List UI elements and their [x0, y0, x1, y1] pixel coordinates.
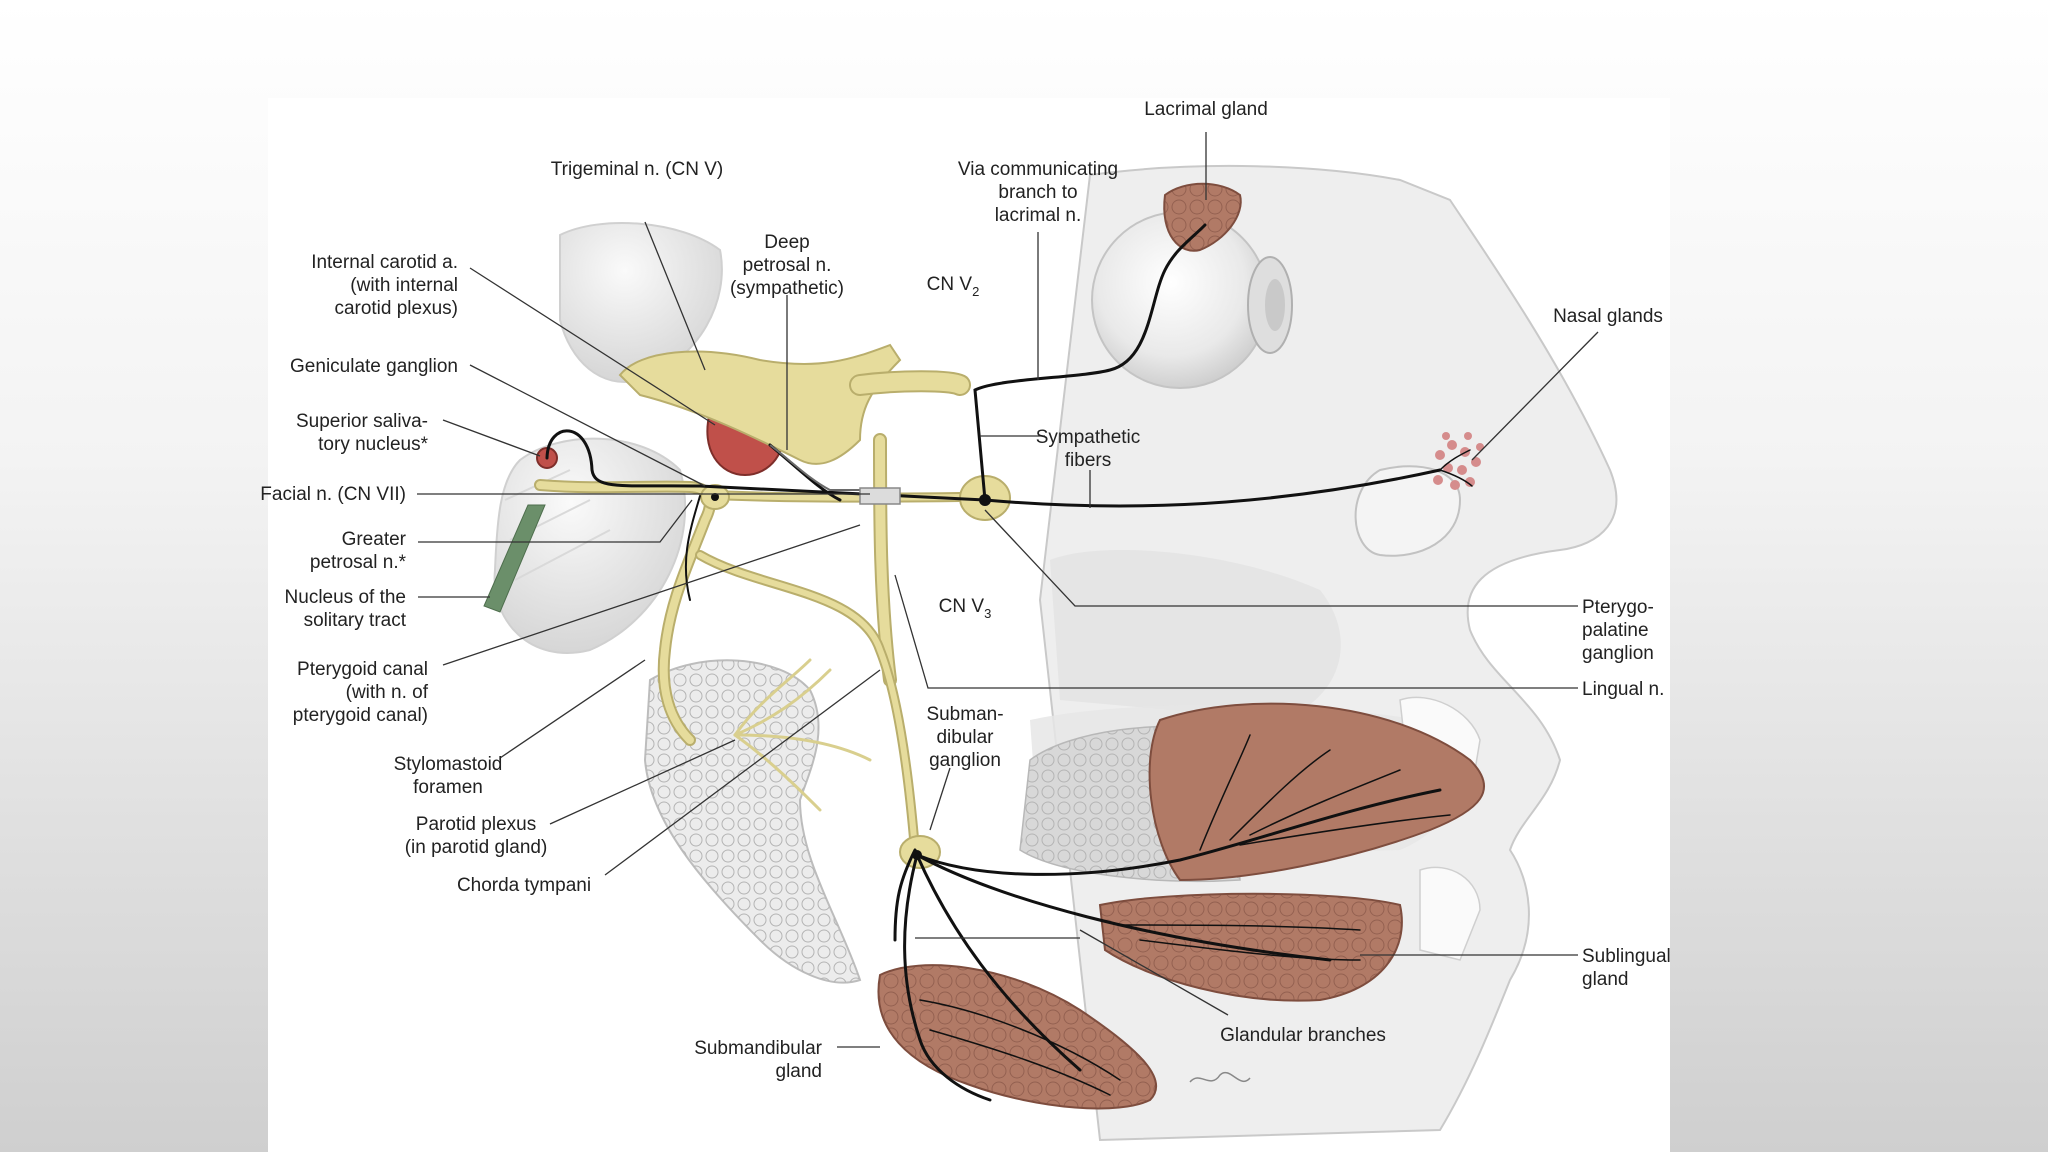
label-line: Submandibular — [694, 1038, 822, 1059]
label-cn-v3: CN V3 — [939, 596, 992, 621]
label-line: Nucleus of the — [285, 587, 406, 608]
label-glandular-branches: Glandular branches — [1220, 1025, 1386, 1046]
label-line: petrosal n. — [743, 255, 832, 276]
label-line: Parotid plexus — [416, 814, 536, 835]
label-line: pterygoid canal) — [293, 705, 428, 726]
label-line: Pterygo- — [1582, 597, 1654, 618]
label-nasal-glands: Nasal glands — [1553, 306, 1663, 327]
label-line: gland — [776, 1061, 823, 1082]
fiber-tracts — [545, 223, 1473, 1102]
geniculate-ganglion-shape — [700, 484, 730, 510]
label-line: dibular — [936, 727, 994, 748]
pterygoid-canal-shape — [859, 487, 901, 505]
label-lingual-n: Lingual n. — [1582, 679, 1664, 700]
label-line: (in parotid gland) — [405, 837, 548, 858]
label-line: (sympathetic) — [730, 278, 844, 299]
label-parotid-plexus: Parotid plexus(in parotid gland) — [405, 814, 548, 858]
label-line: (with n. of — [346, 682, 429, 703]
lacrimal-gland-shape — [1163, 182, 1242, 252]
label-line: Facial n. (CN VII) — [260, 484, 406, 505]
label-line: Geniculate ganglion — [290, 356, 458, 377]
label-trigeminal: Trigeminal n. (CN V) — [551, 159, 723, 180]
label-subscript: 3 — [984, 606, 991, 621]
label-superior-salivatory: Superior saliva-tory nucleus* — [296, 411, 429, 455]
leader-lines — [417, 132, 1599, 1048]
label-line: Lingual n. — [1582, 679, 1664, 700]
submandibular-gland-shape — [877, 964, 1157, 1110]
label-lacrimal-gland: Lacrimal gland — [1144, 99, 1268, 120]
label-facial-n: Facial n. (CN VII) — [260, 484, 406, 505]
tongue-shape — [1019, 702, 1486, 882]
eyeball — [1091, 211, 1293, 389]
label-line: branch to — [998, 182, 1077, 203]
label-line: Sublingual — [1582, 946, 1671, 967]
label-line: ganglion — [929, 750, 1001, 771]
label-cn-v2: CN V2 — [927, 274, 980, 299]
label-line: gland — [1582, 969, 1629, 990]
label-line: Chorda tympani — [457, 875, 591, 896]
label-line: solitary tract — [304, 610, 407, 631]
label-line: Subman- — [926, 704, 1003, 725]
label-line: tory nucleus* — [318, 434, 428, 455]
label-line: petrosal n.* — [310, 552, 407, 573]
solitary-nucleus-shape — [483, 504, 546, 613]
label-line: fibers — [1065, 450, 1111, 471]
label-line: Internal carotid a. — [311, 252, 458, 273]
sublingual-gland-shape — [1098, 892, 1403, 1002]
label-subscript: 2 — [972, 284, 979, 299]
label-line: Sympathetic — [1036, 427, 1141, 448]
label-line: Superior saliva- — [296, 411, 428, 432]
deep-petrosal-fiber — [769, 444, 900, 491]
nerve-bundles — [534, 343, 971, 855]
label-line: foramen — [413, 777, 483, 798]
label-line: ganglion — [1582, 643, 1654, 664]
label-line: Lacrimal gland — [1144, 99, 1268, 120]
label-chorda-tympani: Chorda tympani — [457, 875, 591, 896]
label-line: carotid plexus) — [334, 298, 458, 319]
label-line: Trigeminal n. (CN V) — [551, 159, 723, 180]
label-line: Deep — [764, 232, 809, 253]
label-main: CN V — [939, 596, 985, 617]
label-line: Nasal glands — [1553, 306, 1663, 327]
label-line: Pterygoid canal — [297, 659, 428, 680]
label-line: Glandular branches — [1220, 1025, 1386, 1046]
label-line: lacrimal n. — [995, 205, 1082, 226]
label-line: Greater — [342, 529, 407, 550]
label-line: Via communicating — [958, 159, 1118, 180]
label-line: Stylomastoid — [394, 754, 503, 775]
label-line: (with internal — [350, 275, 458, 296]
label-main: CN V — [927, 274, 973, 295]
artist-signature-icon — [1189, 1072, 1251, 1083]
label-geniculate: Geniculate ganglion — [290, 356, 458, 377]
label-line: palatine — [1582, 620, 1649, 641]
